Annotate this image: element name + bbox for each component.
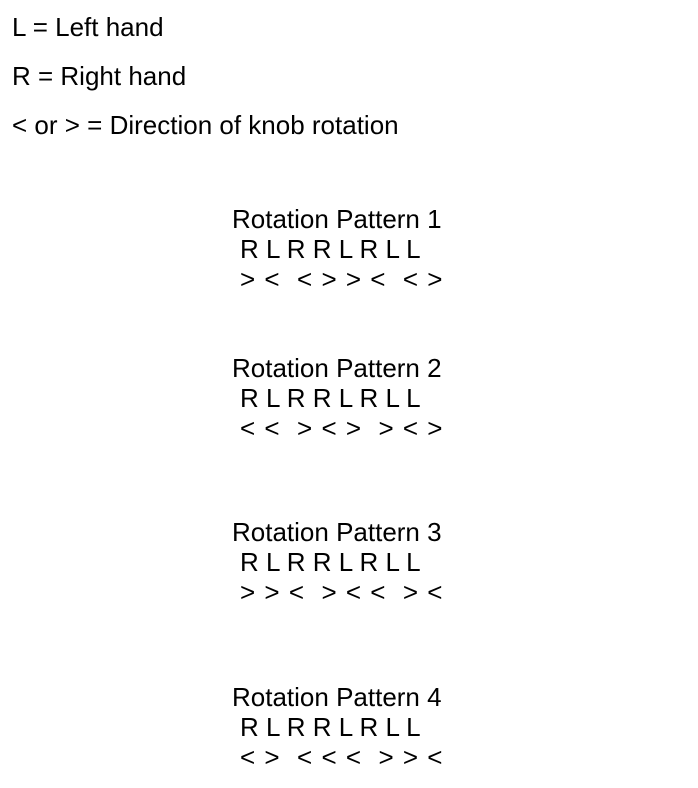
- pattern-directions: > < < > > < < >: [240, 264, 444, 294]
- pattern-title: Rotation Pattern 4: [232, 682, 442, 712]
- rotation-pattern-3: Rotation Pattern 3 R L R R L R L L > > <…: [232, 517, 492, 607]
- legend-direction: < or > = Direction of knob rotation: [12, 110, 399, 140]
- pattern-hands: R L R R L R L L: [240, 383, 421, 413]
- pattern-hands: R L R R L R L L: [240, 234, 421, 264]
- pattern-directions: > > < > < < > <: [240, 577, 444, 607]
- rotation-pattern-1: Rotation Pattern 1 R L R R L R L L > < <…: [232, 204, 492, 294]
- pattern-title: Rotation Pattern 3: [232, 517, 442, 547]
- pattern-directions: < > < < < > > <: [240, 742, 444, 772]
- rotation-pattern-2: Rotation Pattern 2 R L R R L R L L < < >…: [232, 353, 492, 443]
- pattern-directions: < < > < > > < >: [240, 413, 444, 443]
- pattern-title: Rotation Pattern 1: [232, 204, 442, 234]
- legend-left-hand: L = Left hand: [12, 12, 164, 42]
- legend-right-hand: R = Right hand: [12, 61, 187, 91]
- rotation-pattern-4: Rotation Pattern 4 R L R R L R L L < > <…: [232, 682, 492, 772]
- pattern-hands: R L R R L R L L: [240, 547, 421, 577]
- pattern-hands: R L R R L R L L: [240, 712, 421, 742]
- pattern-title: Rotation Pattern 2: [232, 353, 442, 383]
